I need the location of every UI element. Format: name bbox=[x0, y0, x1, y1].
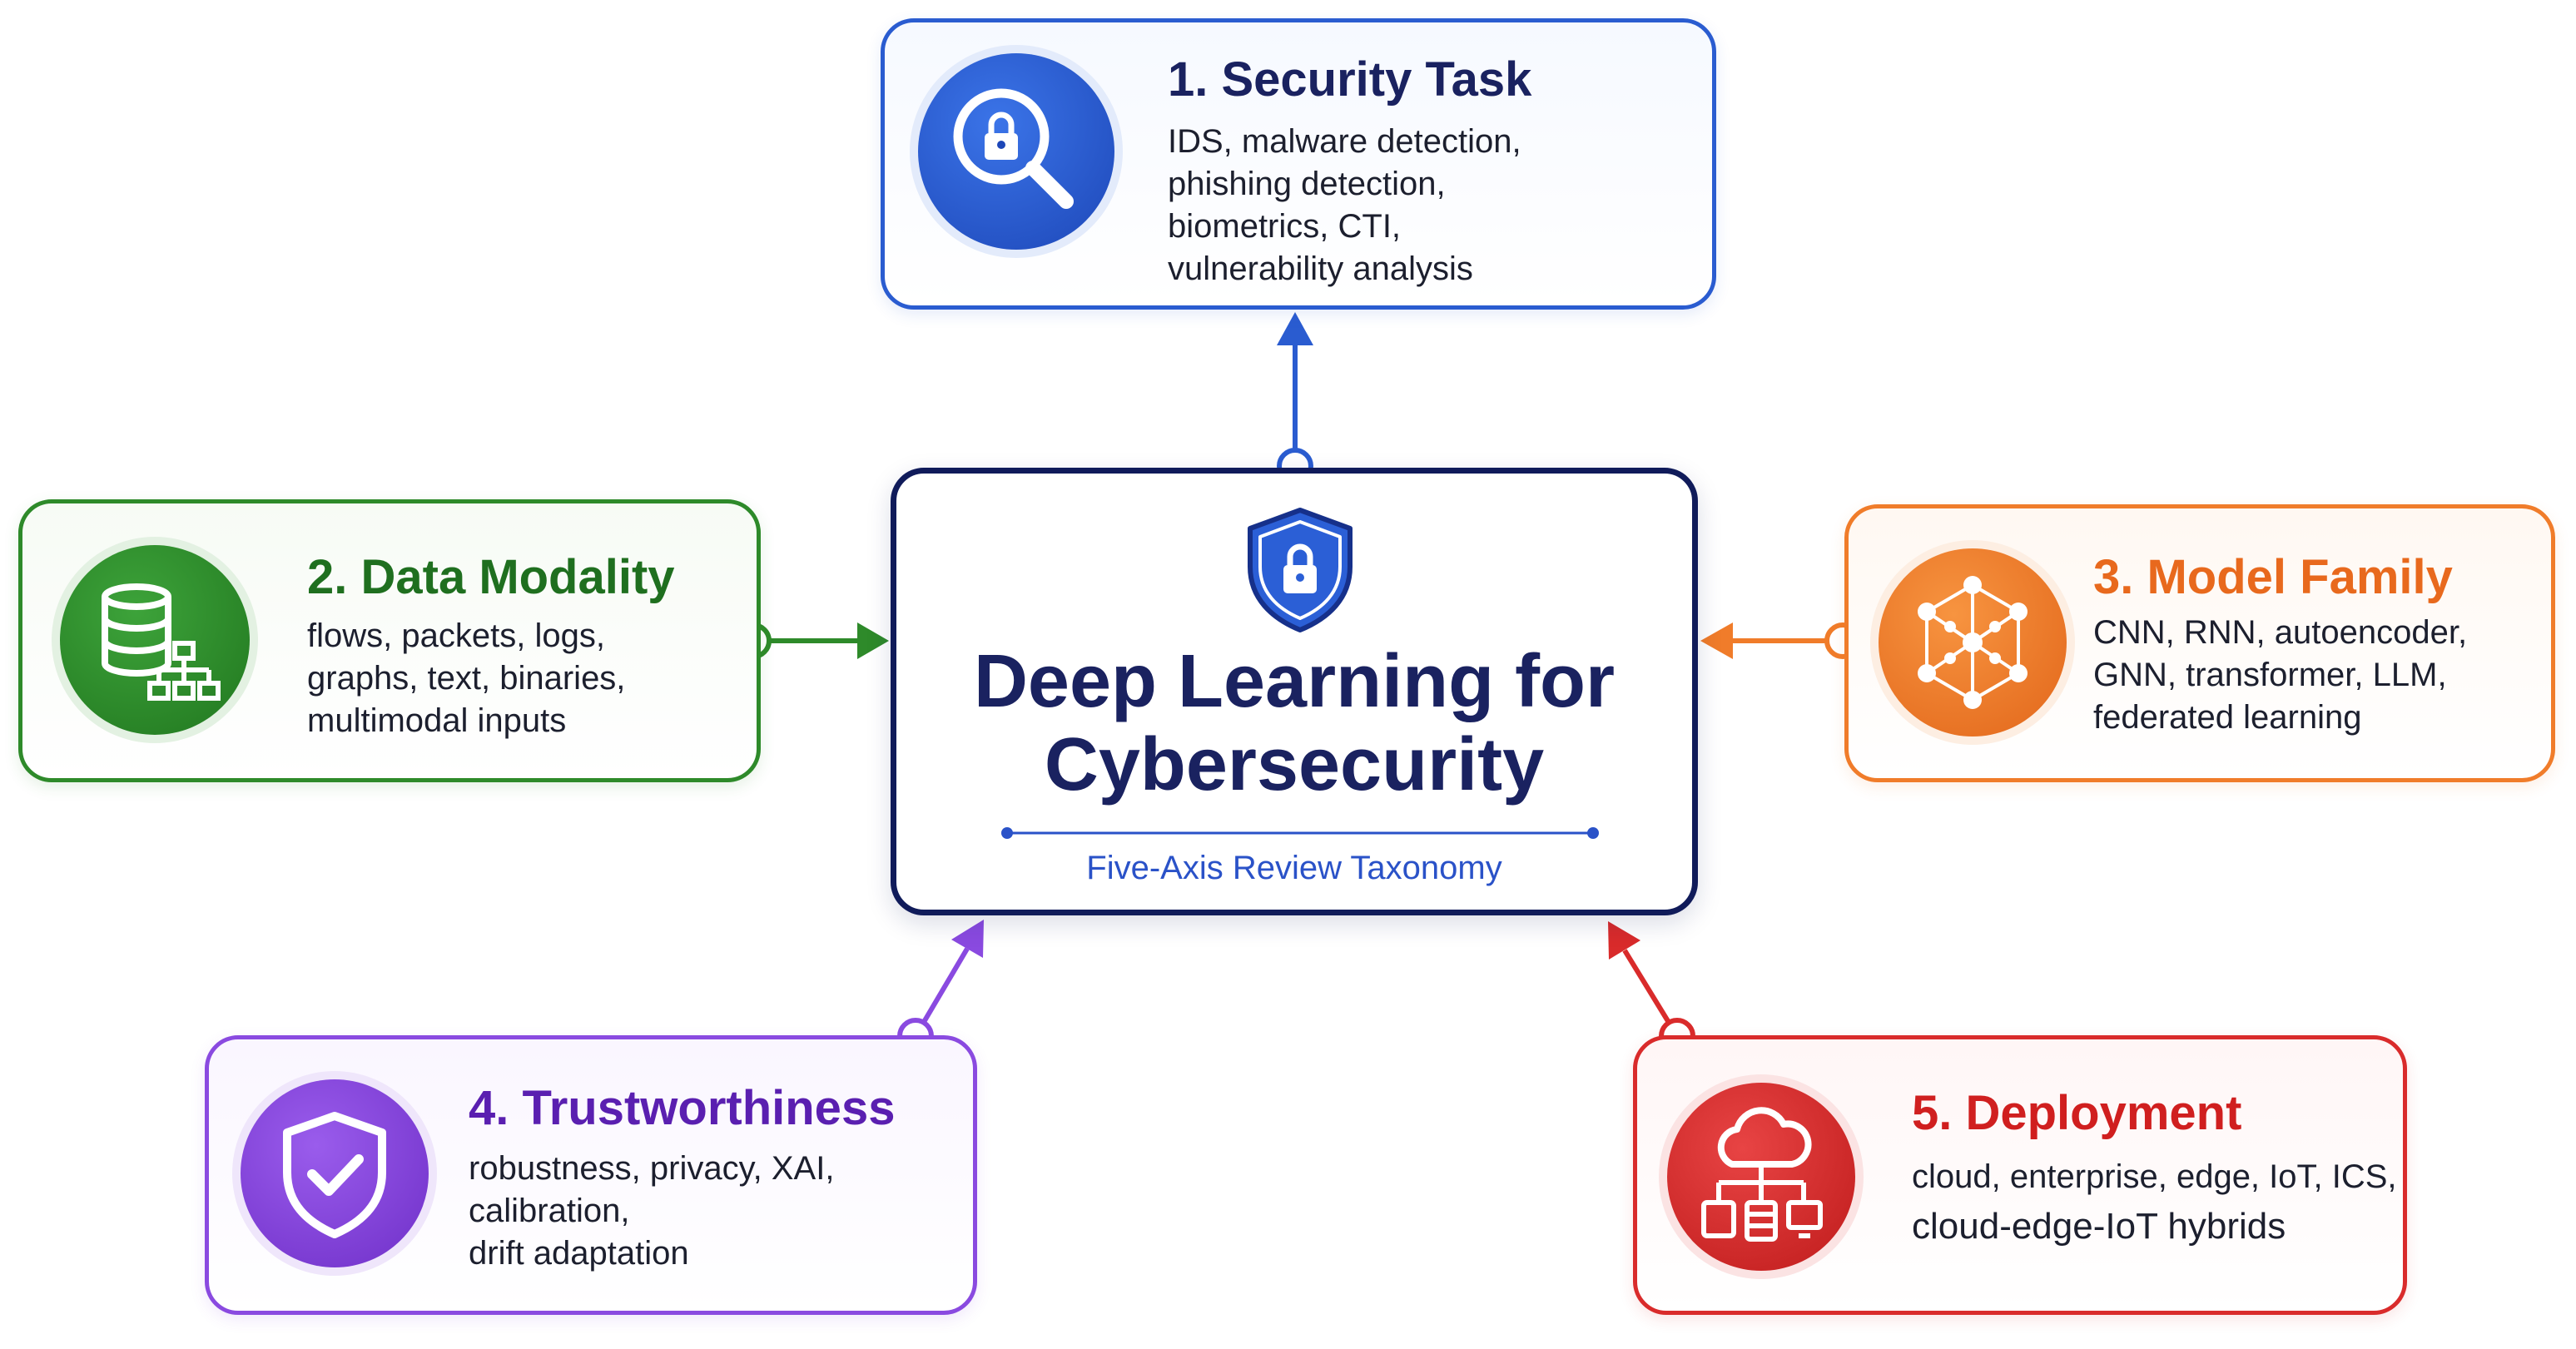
card-security-task: 1. Security Task IDS, malware detection,… bbox=[881, 18, 1716, 310]
description-line: graphs, text, binaries, bbox=[307, 660, 626, 697]
description-line: calibration, bbox=[469, 1193, 630, 1229]
connector-security bbox=[1277, 312, 1313, 484]
card-description: cloud, enterprise, edge, IoT, ICS, cloud… bbox=[1912, 1156, 2397, 1247]
lock-magnifier-icon bbox=[918, 53, 1114, 250]
central-title-line: Deep Learning for bbox=[973, 640, 1616, 723]
description-line: CNN, RNN, autoencoder, bbox=[2093, 614, 2468, 651]
central-subtitle: Five-Axis Review Taxonomy bbox=[1086, 850, 1502, 886]
description-line: drift adaptation bbox=[469, 1235, 689, 1272]
description-line: multimodal inputs bbox=[307, 702, 567, 739]
card-title: 1. Security Task bbox=[1168, 52, 1532, 107]
card-description: IDS, malware detection, phishing detecti… bbox=[1168, 121, 1521, 290]
connector-deploy bbox=[1608, 921, 1695, 1054]
description-line: federated learning bbox=[2093, 699, 2362, 736]
description-line: biometrics, CTI, bbox=[1168, 208, 1402, 245]
card-title: 2. Data Modality bbox=[307, 550, 675, 604]
central-topic-box: Deep Learning for Cybersecurity Five-Axi… bbox=[891, 468, 1698, 915]
connector-model bbox=[1700, 622, 1861, 659]
card-model-family: 3. Model Family CNN, RNN, autoencoder, G… bbox=[1844, 504, 2555, 782]
card-data-modality: 2. Data Modality flows, packets, logs, g… bbox=[18, 499, 761, 782]
central-title-line: Cybersecurity bbox=[1044, 723, 1545, 806]
description-line: IDS, malware detection, bbox=[1168, 123, 1521, 160]
description-line: vulnerability analysis bbox=[1168, 250, 1473, 287]
connector-trust bbox=[897, 920, 984, 1054]
card-description: robustness, privacy, XAI, calibration, d… bbox=[469, 1148, 834, 1275]
card-deployment: 5. Deployment cloud, enterprise, edge, I… bbox=[1633, 1035, 2407, 1315]
neural-network-icon bbox=[1879, 548, 2067, 736]
card-title: 4. Trustworthiness bbox=[469, 1081, 896, 1135]
card-title: 5. Deployment bbox=[1912, 1086, 2242, 1140]
description-line: cloud, enterprise, edge, IoT, ICS, bbox=[1912, 1158, 2397, 1195]
cloud-devices-icon bbox=[1667, 1083, 1855, 1271]
description-line: GNN, transformer, LLM, bbox=[2093, 657, 2447, 693]
divider bbox=[1001, 827, 1599, 839]
database-network-icon bbox=[60, 545, 250, 735]
card-trustworthiness: 4. Trustworthiness robustness, privacy, … bbox=[205, 1035, 977, 1315]
card-title: 3. Model Family bbox=[2093, 550, 2453, 604]
description-line: robustness, privacy, XAI, bbox=[469, 1150, 835, 1187]
description-line: phishing detection, bbox=[1168, 166, 1446, 202]
card-description: CNN, RNN, autoencoder, GNN, transformer,… bbox=[2093, 612, 2467, 739]
description-line: flows, packets, logs, bbox=[307, 617, 605, 654]
central-title: Deep Learning for Cybersecurity bbox=[896, 640, 1692, 806]
description-line: cloud-edge-IoT hybrids bbox=[1912, 1206, 2286, 1247]
shield-check-icon bbox=[241, 1079, 429, 1267]
shield-lock-icon bbox=[1248, 508, 1353, 632]
card-description: flows, packets, logs, graphs, text, bina… bbox=[307, 615, 625, 742]
